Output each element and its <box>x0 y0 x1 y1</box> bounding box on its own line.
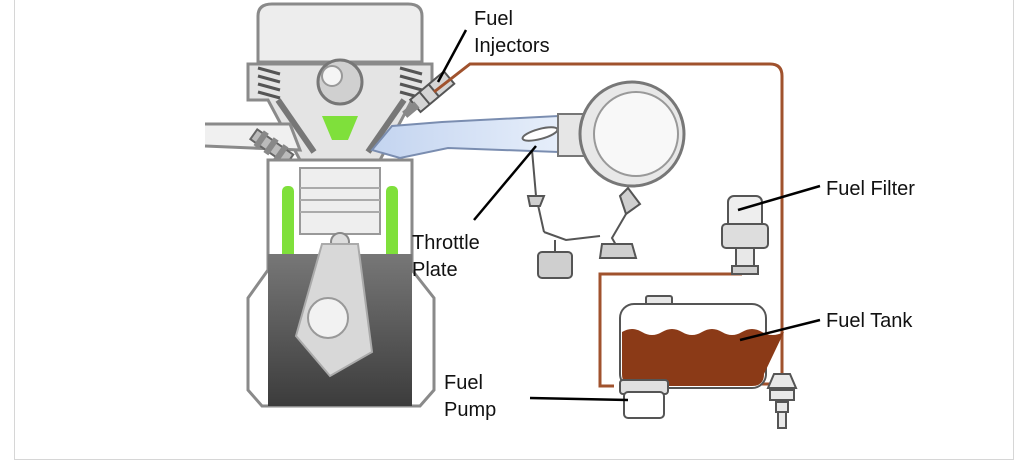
engine <box>204 2 436 408</box>
callout-line-injectors <box>436 29 468 83</box>
callout-line-pump <box>529 396 629 402</box>
exhaust-valve <box>365 98 407 154</box>
callout-line-filter <box>737 184 821 212</box>
coolant-jacket-right <box>386 186 398 276</box>
valve-spring-right <box>399 66 423 100</box>
coolant-jacket-left <box>282 186 294 276</box>
fuel-return-line <box>598 272 742 388</box>
intake-system <box>370 70 686 279</box>
throttle-linkage <box>526 149 642 279</box>
label-fuel-tank: Fuel Tank <box>826 310 913 332</box>
fuel-pump <box>619 379 669 419</box>
air-filter-element <box>593 91 679 177</box>
fuel-injector <box>402 70 456 118</box>
intake-valve <box>275 98 317 154</box>
label-fuel-filter: Fuel Filter <box>826 178 915 200</box>
callout-lines <box>436 29 821 402</box>
label-fuel-injectors: Fuel Injectors <box>474 8 550 57</box>
label-fuel-pump: Fuel Pump <box>444 372 497 421</box>
pressure-regulator <box>766 373 798 429</box>
spark-plug <box>248 127 295 166</box>
piston <box>299 167 381 252</box>
fuel-tank <box>619 295 784 389</box>
callout-line-tank <box>739 318 821 342</box>
crank-journal <box>307 297 349 339</box>
combustion-chamber-indicator <box>322 116 358 140</box>
label-throttle-plate: Throttle Plate <box>412 232 480 281</box>
valve-cover <box>256 2 424 64</box>
fuel-level <box>622 329 784 386</box>
fuel-supply-line <box>433 62 784 374</box>
callout-line-throttle <box>473 145 537 221</box>
valve-spring-left <box>257 66 281 100</box>
fuel-circuit <box>433 62 798 429</box>
diagram-frame <box>14 0 1014 460</box>
